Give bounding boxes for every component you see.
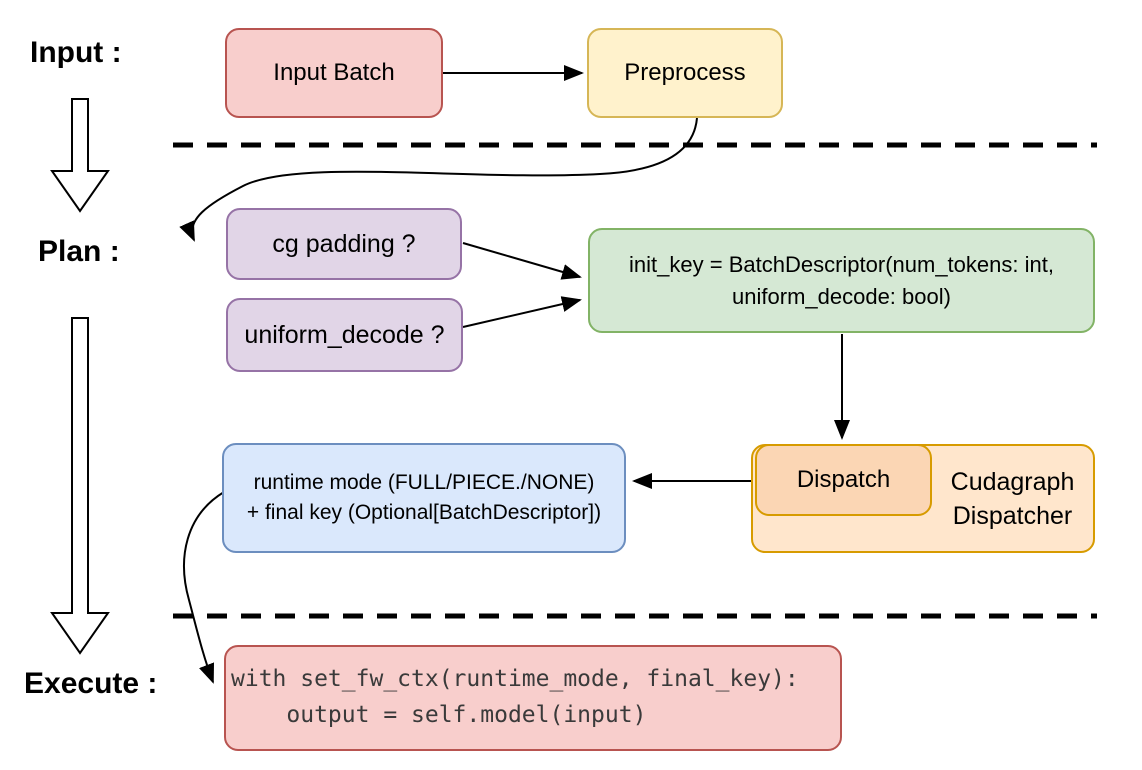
arrow-preprocess-to-cg-padding <box>179 117 698 242</box>
node-runtime-result-line1: runtime mode (FULL/PIECE./NONE) <box>253 470 595 494</box>
node-cg-padding-label: cg padding ? <box>272 229 416 258</box>
node-dispatch: Dispatch <box>755 444 932 516</box>
node-runtime-result: runtime mode (FULL/PIECE./NONE) + final … <box>222 443 626 553</box>
node-input-batch-label: Input Batch <box>273 58 395 86</box>
node-cudagraph-dispatcher-label: Cudagraph Dispatcher <box>950 468 1075 530</box>
arrow-cg-padding-to-init-key <box>462 242 582 280</box>
node-init-key-line1: init_key = BatchDescriptor(num_tokens: i… <box>629 251 1054 277</box>
node-runtime-result-line2: + final key (Optional[BatchDescriptor]) <box>246 501 602 524</box>
stage-label-input: Input : <box>30 36 122 69</box>
node-init-key-line2: uniform_decode: bool) <box>732 283 951 309</box>
node-uniform-decode: uniform_decode ? <box>226 298 463 372</box>
node-execute-code: with set_fw_ctx(runtime_mode, final_key)… <box>224 645 842 751</box>
execute-code-line2: output = self.model(input) <box>231 702 647 728</box>
stage-label-execute: Execute : <box>24 667 158 700</box>
node-init-key: init_key = BatchDescriptor(num_tokens: i… <box>588 228 1095 333</box>
node-preprocess: Preprocess <box>587 28 783 118</box>
arrow-uniform-decode-to-init-key <box>462 296 582 328</box>
node-dispatch-label: Dispatch <box>796 465 891 493</box>
node-uniform-decode-label: uniform_decode ? <box>244 320 445 349</box>
stage-label-plan: Plan : <box>38 235 120 268</box>
node-input-batch: Input Batch <box>225 28 443 118</box>
plan-to-execute-stage-arrow <box>50 317 110 655</box>
input-to-plan-stage-arrow <box>50 98 110 213</box>
node-cg-padding: cg padding ? <box>226 208 462 280</box>
node-preprocess-label: Preprocess <box>624 58 746 86</box>
execute-code-line1: with set_fw_ctx(runtime_mode, final_key)… <box>231 666 799 693</box>
arrow-runtime-result-to-execute-code <box>183 491 225 684</box>
